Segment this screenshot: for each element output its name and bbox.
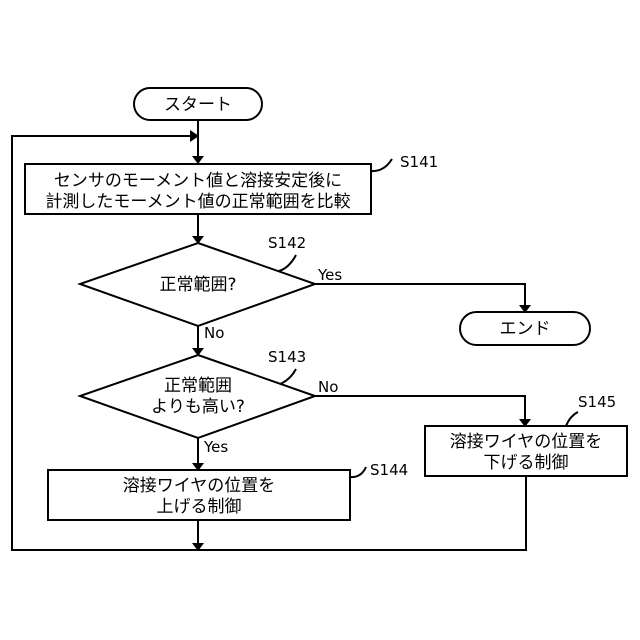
decision-higher-yes-label: Yes bbox=[203, 438, 228, 456]
raise-wire-text-line-1: 溶接ワイヤの位置を bbox=[123, 476, 276, 496]
connector-no-to-lower-wire bbox=[315, 396, 525, 419]
step-label-s141: S141 bbox=[400, 153, 438, 171]
start-label: スタート bbox=[164, 95, 232, 115]
step-leader-s145 bbox=[566, 412, 578, 426]
normal-range-decision: 正常範囲? bbox=[80, 243, 315, 326]
decision-normal-no-label: No bbox=[204, 324, 224, 342]
compare-text-line-2: 計測したモーメント値の正常範囲を比較 bbox=[45, 192, 350, 212]
raise-wire-process-box: 溶接ワイヤの位置を 上げる制御 bbox=[48, 470, 350, 520]
step-label-s145: S145 bbox=[578, 393, 616, 411]
step-leader-s142 bbox=[279, 255, 296, 271]
arrowhead-decision-higher bbox=[192, 348, 204, 356]
step-label-s144: S144 bbox=[370, 461, 408, 479]
raise-wire-text-line-2: 上げる制御 bbox=[157, 497, 242, 517]
decision-higher-text-line-1: 正常範囲 bbox=[164, 376, 232, 396]
arrowhead-decision-normal bbox=[192, 236, 204, 244]
end-terminal: エンド bbox=[460, 312, 590, 345]
compare-text-line-1: センサのモーメント値と溶接安定後に bbox=[54, 171, 342, 191]
decision-higher-text-line-2: よりも高い? bbox=[151, 397, 245, 417]
arrowhead-compare bbox=[192, 156, 204, 164]
step-leader-s143 bbox=[280, 369, 296, 384]
step-leader-s144 bbox=[350, 467, 366, 477]
decision-normal-yes-label: Yes bbox=[317, 266, 342, 284]
connector-yes-to-end bbox=[315, 284, 525, 305]
step-leader-s141 bbox=[371, 159, 392, 171]
higher-than-normal-decision: 正常範囲 よりも高い? bbox=[80, 355, 315, 438]
step-label-s142: S142 bbox=[268, 234, 306, 252]
lower-wire-process-box: 溶接ワイヤの位置を 下げる制御 bbox=[425, 426, 627, 476]
step-label-s143: S143 bbox=[268, 348, 306, 366]
decision-normal-text: 正常範囲? bbox=[159, 275, 236, 295]
end-label: エンド bbox=[500, 319, 551, 339]
decision-higher-no-label: No bbox=[318, 378, 338, 396]
start-terminal: スタート bbox=[134, 88, 262, 120]
lower-wire-text-line-2: 下げる制御 bbox=[484, 453, 569, 473]
lower-wire-text-line-1: 溶接ワイヤの位置を bbox=[450, 432, 603, 452]
compare-process-box: センサのモーメント値と溶接安定後に 計測したモーメント値の正常範囲を比較 bbox=[25, 164, 371, 214]
